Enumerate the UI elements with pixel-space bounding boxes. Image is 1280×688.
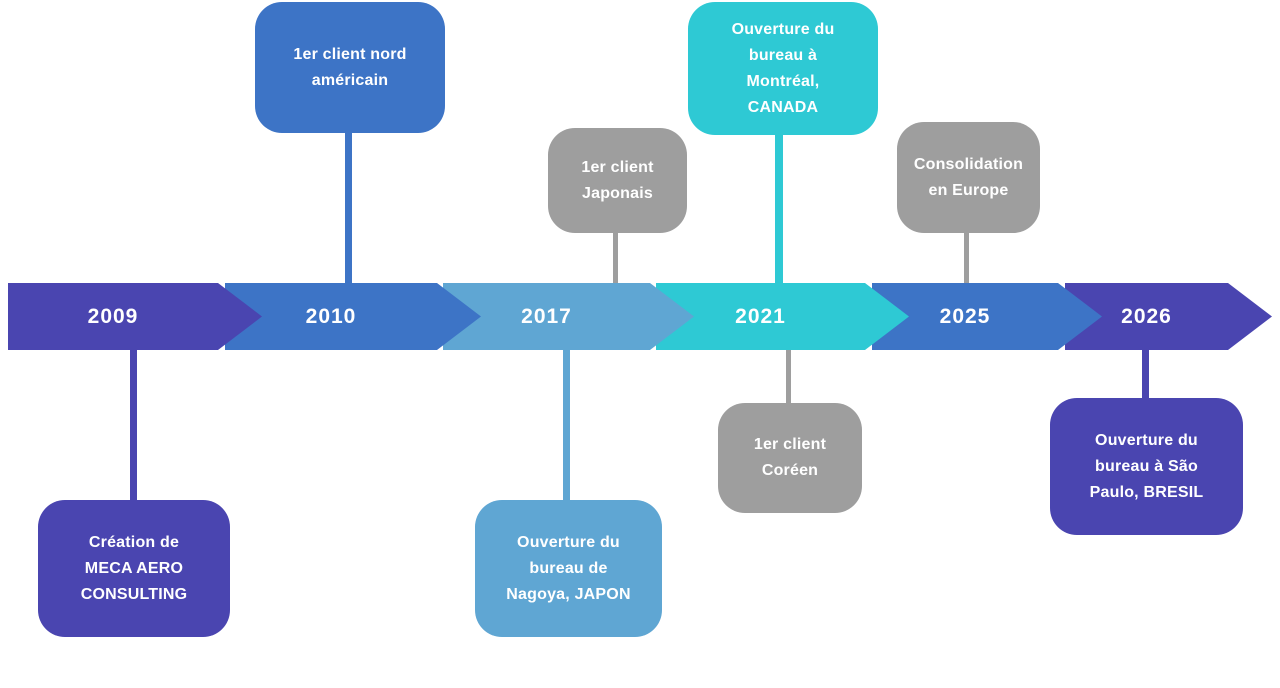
event-label: 1er client Coréen	[753, 436, 827, 479]
connector-2025-above	[964, 230, 969, 286]
timeline-segment-2010: 2010	[225, 283, 481, 350]
event-label: Consolidation en Europe	[913, 155, 1024, 199]
connector-2026-below	[1142, 348, 1149, 401]
connector-2017-below	[563, 348, 570, 503]
connector-2017-above	[613, 230, 618, 286]
event-label: Ouverture du bureau de Nagoya, JAPON	[506, 533, 631, 603]
event-label: Ouverture du bureau à Montréal, CANADA	[731, 20, 835, 116]
event-box-creation-meca-aero: Création de MECA AERO CONSULTING	[38, 500, 230, 637]
event-label: Création de MECA AERO CONSULTING	[80, 533, 188, 603]
event-label: 1er client nord américain	[293, 45, 407, 89]
event-box-client-nord-americain: 1er client nord américain	[255, 2, 445, 133]
year-label-2017: 2017	[521, 304, 572, 328]
year-label-2026: 2026	[1121, 304, 1172, 328]
year-label-2010: 2010	[305, 304, 357, 328]
event-box-bureau-sao-paulo: Ouverture du bureau à São Paulo, BRESIL	[1050, 398, 1243, 535]
year-label-2021: 2021	[735, 304, 786, 328]
connector-2021-above	[775, 132, 783, 285]
timeline-segment-2017: 2017	[443, 283, 694, 350]
year-label-2025: 2025	[939, 304, 991, 328]
event-box-bureau-montreal: Ouverture du bureau à Montréal, CANADA	[688, 2, 878, 135]
connector-2009-below	[130, 348, 137, 503]
connector-2010-above	[345, 131, 352, 285]
timeline-segment-2009: 2009	[8, 283, 262, 350]
event-box-client-japonais: 1er client Japonais	[548, 128, 687, 233]
event-label: Ouverture du bureau à São Paulo, BRESIL	[1089, 431, 1204, 501]
event-label: 1er client Japonais	[581, 158, 654, 202]
year-label-2009: 2009	[87, 304, 139, 328]
event-box-consolidation-europe: Consolidation en Europe	[897, 122, 1040, 233]
event-box-bureau-nagoya: Ouverture du bureau de Nagoya, JAPON	[475, 500, 662, 637]
timeline-segment-2025: 2025	[872, 283, 1102, 350]
event-box-client-coreen: 1er client Coréen	[718, 403, 862, 513]
timeline-segment-2021: 2021	[656, 283, 909, 350]
connector-2021-below	[786, 348, 791, 406]
